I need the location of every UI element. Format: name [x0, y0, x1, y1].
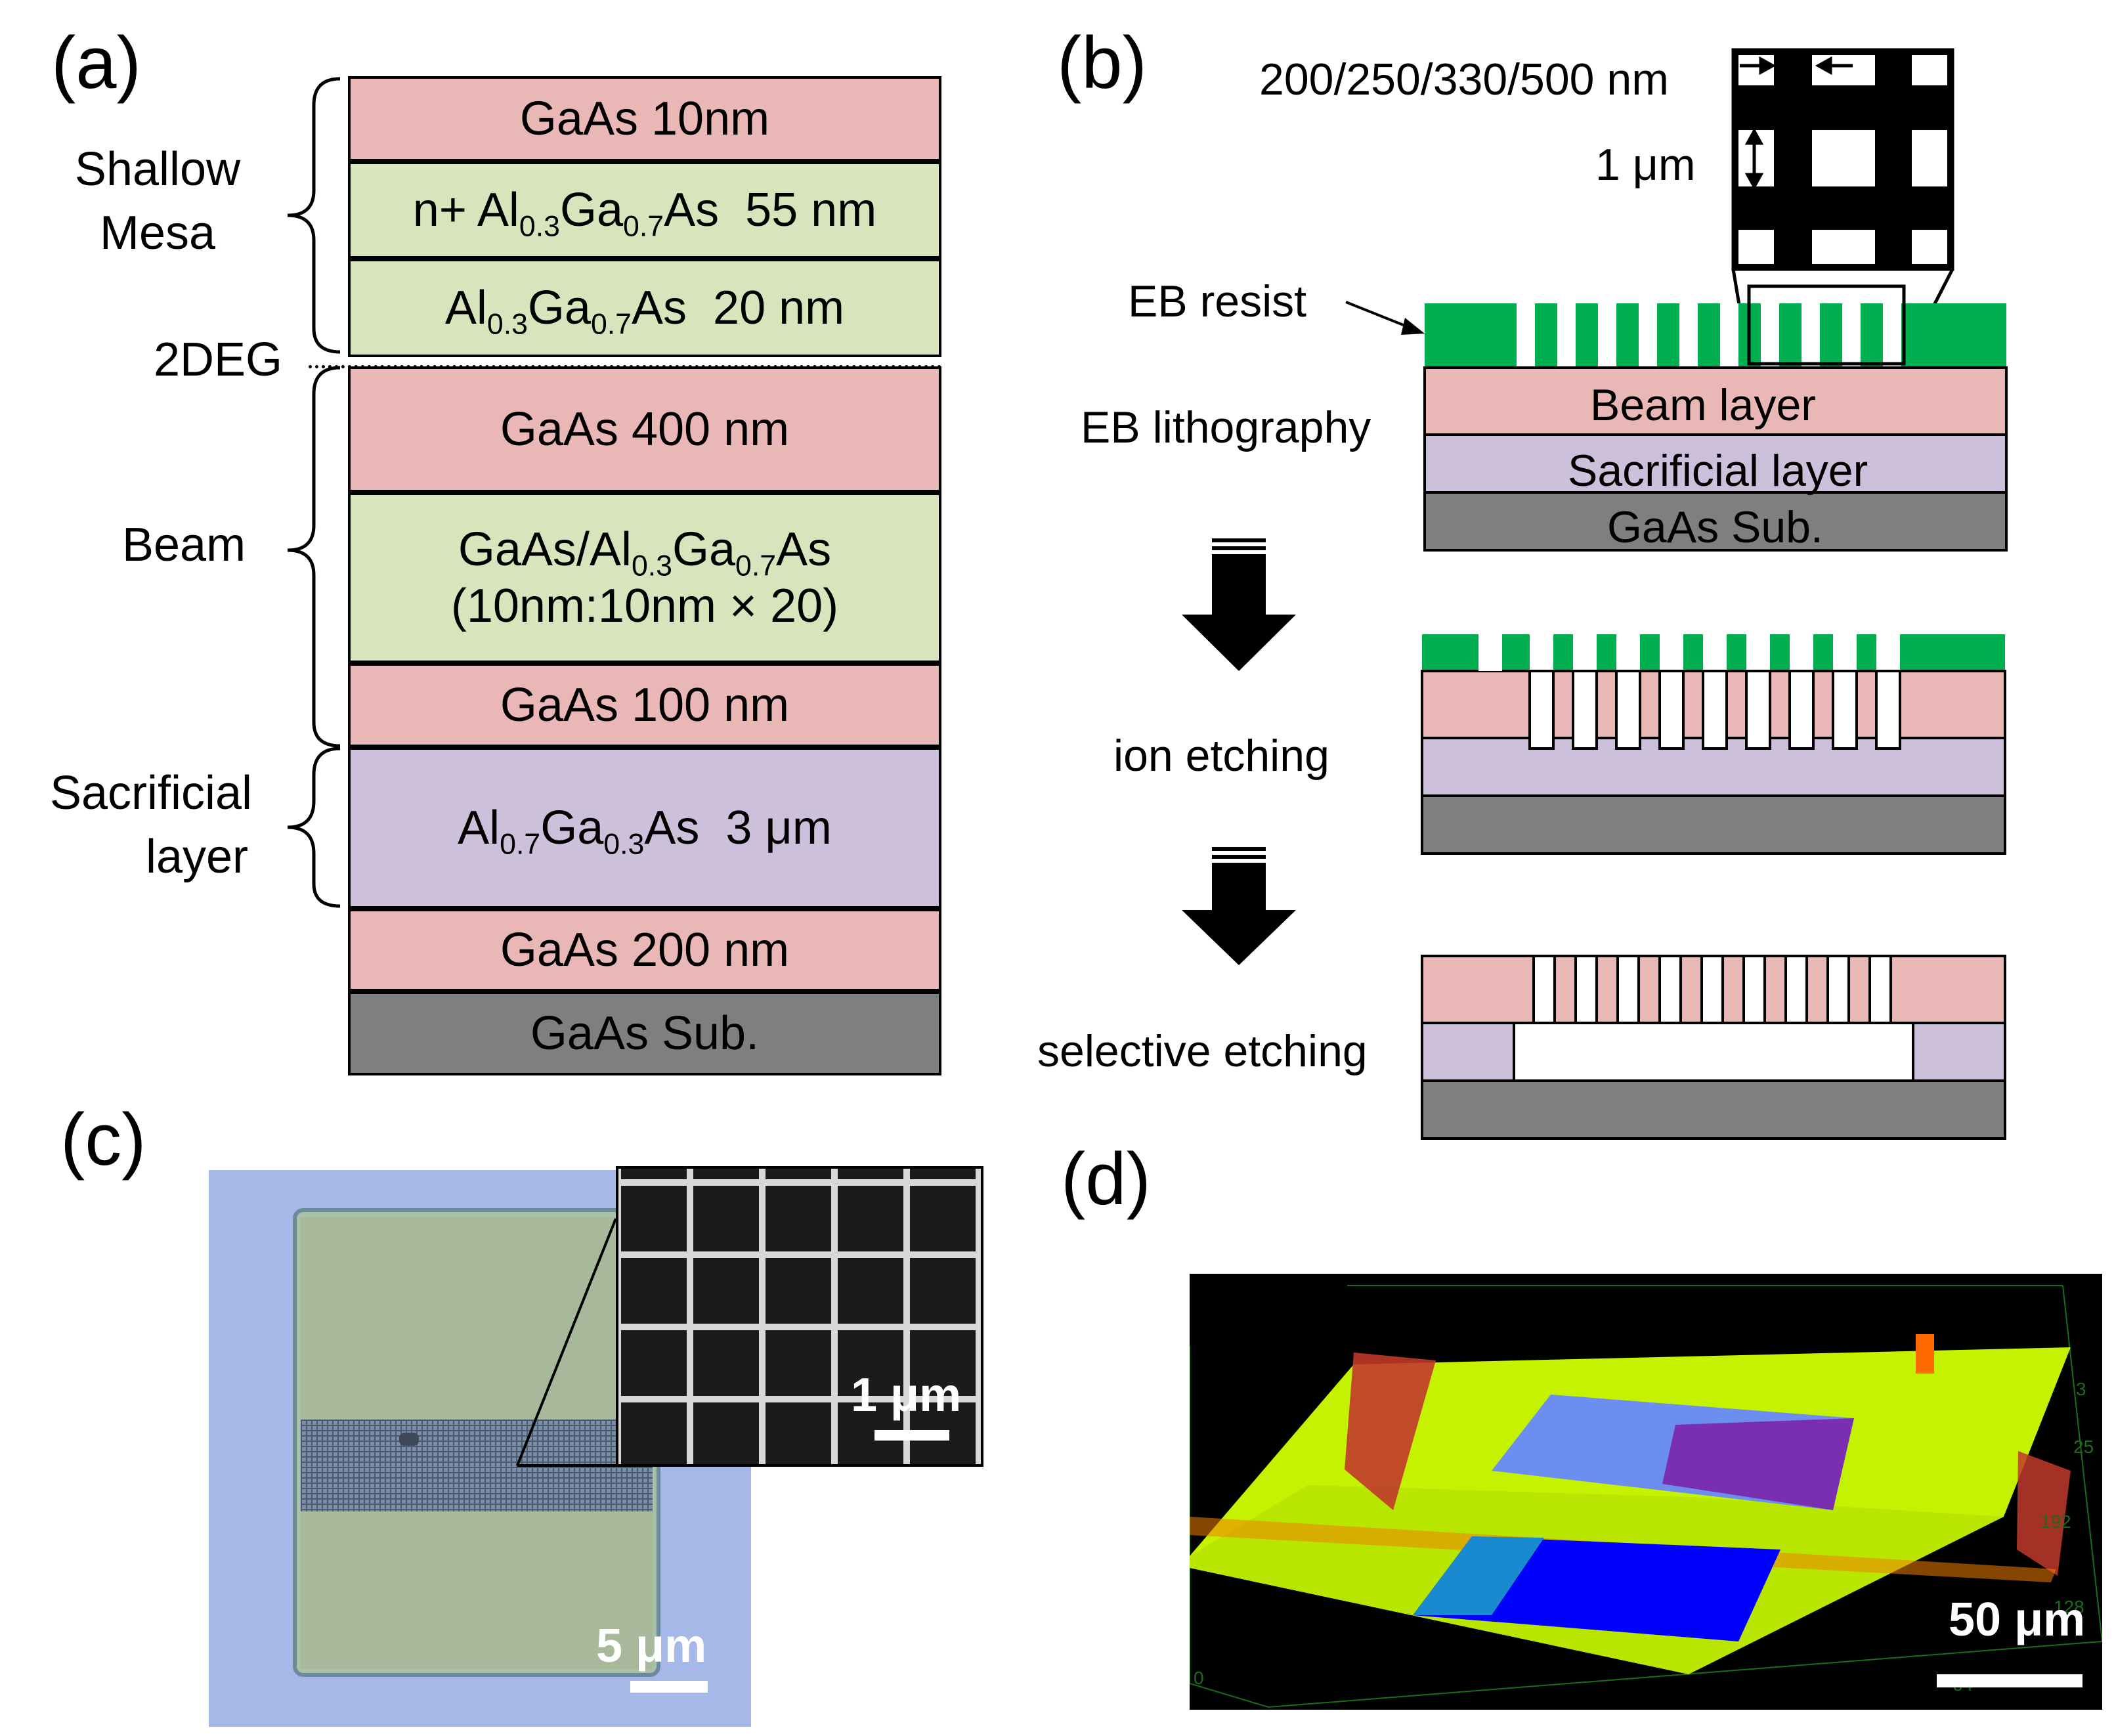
stage2-stack	[1421, 634, 2006, 855]
pad-bottom	[301, 1511, 653, 1669]
height-map-render	[1190, 1285, 2102, 1708]
layer-algaas-20nm: Al0.3Ga0.7As 20 nm	[348, 259, 941, 357]
tick-label-0: 0	[1194, 1668, 1204, 1688]
layer-gaas-substrate: GaAs Sub.	[348, 991, 941, 1075]
tick-label-25: 25	[2073, 1437, 2094, 1457]
stage3-stack	[1421, 955, 2006, 1140]
panel-label-a: (a)	[51, 22, 141, 104]
layer-label: GaAs 200 nm	[500, 923, 790, 976]
ion-etching-label: ion etching	[1113, 731, 1329, 781]
layer-label: GaAs 10nm	[519, 92, 770, 145]
panel-label-c: (c)	[60, 1098, 146, 1181]
layer-gaas-400nm: GaAs 400 nm	[348, 366, 941, 492]
scale-bar	[630, 1681, 708, 1693]
layer-gaas-10nm: GaAs 10nm	[348, 76, 941, 162]
tick-label-192: 192	[2040, 1511, 2071, 1532]
pad-top	[301, 1217, 653, 1420]
height-map-scale-label: 50 μm	[1949, 1594, 2086, 1646]
zoom-lines-c	[516, 1218, 617, 1467]
layer-label: GaAs 100 nm	[500, 678, 790, 731]
group-sacrificial-label: Sacrificial layer	[49, 767, 253, 884]
process-arrow-1	[1182, 538, 1296, 671]
panel-label-b: (b)	[1057, 22, 1147, 104]
group-shallow-mesa-label: Shallow Mesa	[74, 143, 241, 260]
panel-b-process-diagram	[1182, 48, 2008, 1140]
tick-label-3: 3	[2076, 1379, 2086, 1399]
panel-label-d: (d)	[1061, 1138, 1151, 1220]
layer-label: GaAs 400 nm	[500, 402, 790, 456]
inset-scale-bar	[874, 1430, 949, 1441]
twodeg-dotted-line	[309, 365, 941, 368]
layer-label: GaAs Sub.	[530, 1007, 760, 1060]
layer-label: n+ Al0.3Ga0.7As 55 nm	[412, 183, 877, 243]
substrate-label: GaAs Sub.	[1607, 502, 1823, 552]
process-arrow-2	[1182, 847, 1296, 965]
selective-etching-label: selective etching	[1037, 1026, 1368, 1076]
height-map-scale-bar	[1937, 1674, 2082, 1687]
beam-layer-label: Beam layer	[1590, 380, 1816, 430]
scale-label: 5 μm	[596, 1620, 707, 1672]
layer-label: Al0.7Ga0.3As 3 μm	[458, 801, 832, 861]
layer-label-line2: (10nm:10nm × 20)	[450, 580, 839, 632]
stage1-stack	[1423, 284, 2008, 552]
sem-inset	[616, 1166, 983, 1467]
group-braces	[287, 77, 341, 908]
layer-algaas-3um: Al0.7Ga0.3As 3 μm	[348, 747, 941, 909]
brace-sacrificial	[287, 747, 341, 908]
dims-label: 200/250/330/500 nm	[1259, 54, 1669, 104]
brace-shallow-mesa	[287, 77, 341, 354]
mask-pattern	[1731, 48, 1954, 271]
tick-label-128: 128	[2054, 1597, 2084, 1617]
layer-gaas-100nm: GaAs 100 nm	[348, 663, 941, 747]
inset-scale-label: 1 μm	[851, 1369, 962, 1421]
pitch-label: 1 μm	[1595, 140, 1696, 190]
group-2deg-label: 2DEG	[153, 334, 283, 386]
layer-gaas-200nm: GaAs 200 nm	[348, 909, 941, 991]
eb-lithography-label: EB lithography	[1081, 402, 1371, 452]
height-map-panel: 192 128 64 0 25 3	[1190, 1274, 2102, 1710]
brace-beam	[287, 366, 341, 748]
layer-label: Al0.3Ga0.7As 20 nm	[444, 281, 845, 341]
sacrificial-layer-label: Sacrificial layer	[1568, 446, 1868, 496]
defect-spot	[399, 1433, 419, 1446]
layer-label: GaAs/Al0.3Ga0.7As	[458, 523, 832, 582]
eb-resist-label: EB resist	[1128, 276, 1307, 326]
group-beam-label: Beam	[121, 519, 246, 571]
layer-n-algaas-55nm: n+ Al0.3Ga0.7As 55 nm	[348, 162, 941, 259]
layer-superlattice: GaAs/Al0.3Ga0.7As (10nm:10nm × 20)	[348, 492, 941, 663]
